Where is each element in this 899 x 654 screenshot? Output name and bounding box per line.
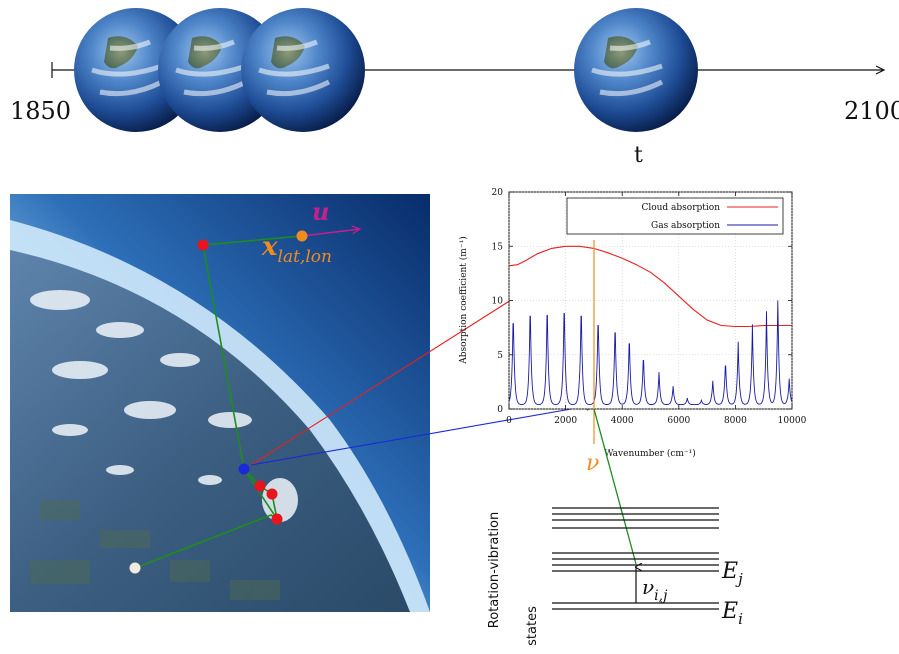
y-tick-label: 0 [497,405,503,415]
energy-axis-label-2: states [525,606,540,646]
energy-level-diagram: Ej Ei νi,j Rotation-vibration states [487,507,743,646]
earth-globe-icon [241,8,365,132]
timeline [51,8,884,132]
track-point [271,513,283,525]
track-point [254,480,266,492]
earth-globe-icon [574,8,698,132]
start-point [129,562,141,574]
y-tick-label: 10 [492,297,504,307]
velocity-label: u [312,197,329,226]
timeline-axis-label: t [634,143,643,168]
series-line-gas [508,300,793,406]
timeline-end-year: 2100 [844,97,899,125]
upper-energy-label: Ej [721,559,743,588]
legend-label-gas: Gas absorption [651,221,720,231]
velocity-arrow [301,229,360,237]
series-line-cloud [508,245,792,328]
timeline-start-year: 1850 [10,97,72,125]
y-tick-label: 20 [492,188,504,198]
x-axis-label: Wavenumber (cm⁻¹) [604,448,696,459]
absorption-chart: 0 2000 4000 6000 8000 10000 0 5 10 15 20 Cloud abs… [458,188,807,459]
chart-ticks: 0 2000 4000 6000 8000 10000 0 5 10 15 20 [492,188,807,426]
observation-track [134,235,303,569]
y-tick-label: 5 [497,351,503,361]
x-tick-label: 4000 [611,416,634,426]
position-label: xlat,lon [261,232,332,267]
lower-energy-label: Ei [721,599,743,628]
track-point [266,488,278,500]
y-axis-label: Absorption coefficient (m⁻¹) [458,236,469,364]
x-tick-label: 0 [506,416,512,426]
chart-legend: Cloud absorption Gas absorption [566,197,784,235]
wavenumber-label: ν [586,451,599,476]
x-tick-label: 2000 [554,416,577,426]
position-point [296,230,308,242]
chart-series [508,245,793,406]
y-tick-label: 15 [492,242,504,252]
transition-label: νi,j [642,575,668,604]
x-tick-label: 6000 [667,416,690,426]
x-tick-label: 10000 [778,416,807,426]
track-point [197,239,209,251]
track-segment [243,468,278,520]
legend-label-cloud: Cloud absorption [641,203,720,213]
x-tick-label: 8000 [724,416,747,426]
selected-point [238,463,250,475]
transition-link [593,408,637,565]
blue-ray [250,405,594,466]
energy-axis-label: Rotation-vibration [487,512,502,628]
earth-atmosphere-photo [10,194,430,612]
